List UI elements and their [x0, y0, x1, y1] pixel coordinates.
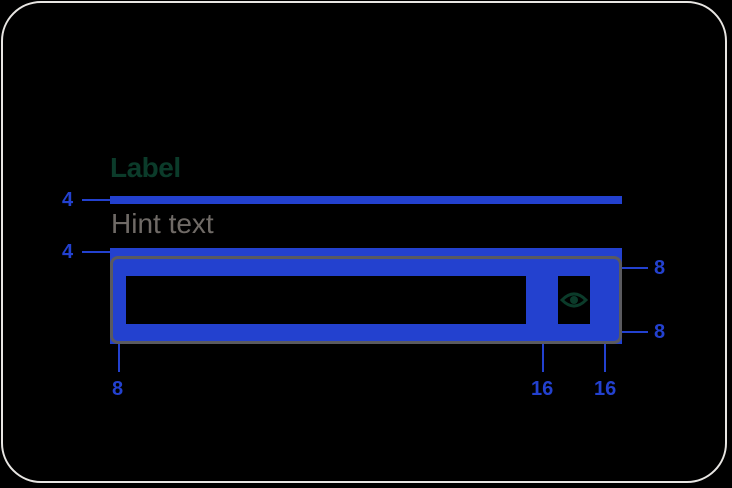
padding-top-leader: [622, 267, 648, 269]
spacing-padding-left: 8: [112, 378, 124, 400]
spacing-padding-right: 16: [594, 378, 617, 400]
spec-frame: [1, 1, 727, 483]
padding-left-leader: [118, 344, 120, 372]
spacing-label-to-hint: 4: [62, 189, 74, 211]
icon-gap-leader: [542, 344, 544, 372]
spacing-padding-bottom: 8: [654, 321, 666, 343]
spacing-padding-top: 8: [654, 257, 666, 279]
field-label: Label: [110, 152, 181, 183]
spacer-leader-line: [82, 251, 110, 253]
hint-text: Hint text: [111, 208, 214, 239]
password-input[interactable]: [110, 256, 622, 344]
label-hint-spacer: [110, 196, 622, 204]
padding-bottom-leader: [622, 331, 648, 333]
hint-input-spacer: [110, 248, 622, 256]
input-text-area[interactable]: [126, 276, 526, 324]
spacer-leader-line: [82, 199, 110, 201]
spacing-hint-to-input: 4: [62, 241, 74, 263]
padding-right-leader: [604, 344, 606, 372]
spacing-icon-gap: 16: [531, 378, 554, 400]
eye-icon: [560, 292, 588, 308]
show-password-button[interactable]: [558, 276, 590, 324]
